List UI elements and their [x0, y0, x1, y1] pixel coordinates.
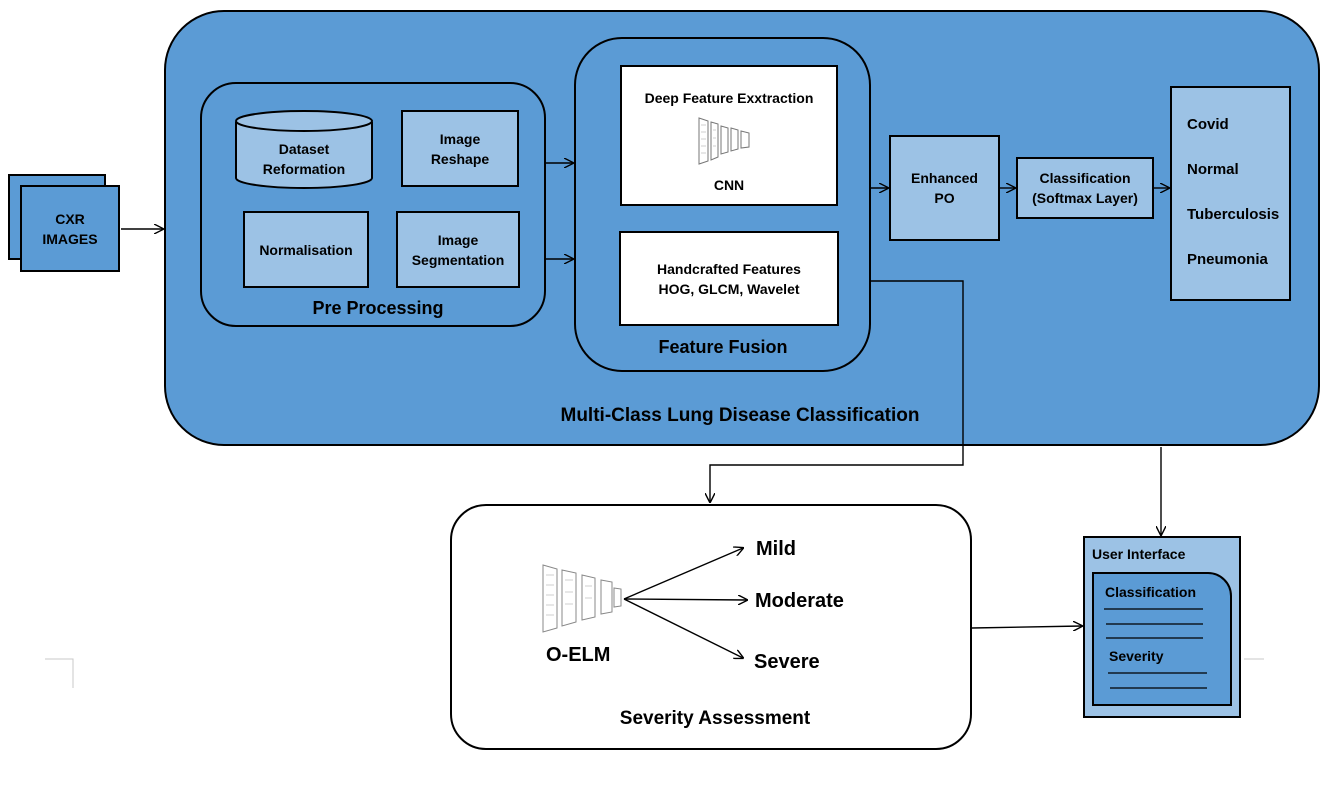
deep-feature-title: Deep Feature Exxtraction — [644, 90, 814, 106]
image-segmentation-box: Image Segmentation — [396, 211, 520, 288]
preprocessing-group — [200, 82, 546, 327]
dataset-reformation: Dataset Reformation — [236, 138, 372, 180]
arrow-severity-to-ui — [971, 626, 1082, 628]
input-box: CXR IMAGES — [20, 185, 120, 272]
handcrafted-line2: HOG, GLCM, Wavelet — [658, 280, 800, 297]
feature-fusion-title: Feature Fusion — [658, 337, 788, 357]
classifier-line1: Classification — [1039, 170, 1131, 186]
severity-moderate: Moderate — [755, 590, 844, 612]
dataset-line1: Dataset — [278, 141, 330, 157]
input-label-line1: CXR — [55, 210, 85, 227]
class-normal: Normal — [1187, 161, 1239, 178]
dataset-line2: Reformation — [262, 161, 346, 177]
severity-title: Severity Assessment — [619, 708, 811, 729]
severity-severe: Severe — [754, 651, 820, 673]
class-outputs-box: Covid Normal Tuberculosis Pneumonia — [1170, 86, 1291, 301]
ui-title: User Interface — [1092, 546, 1186, 562]
normalisation-box: Normalisation — [243, 211, 369, 288]
ui-severity-label: Severity — [1109, 648, 1164, 664]
handcrafted-line1: Handcrafted Features — [657, 260, 801, 277]
optimizer-line2: PO — [934, 190, 955, 206]
class-tuberculosis: Tuberculosis — [1187, 206, 1280, 223]
corner-mark-left — [45, 658, 74, 688]
reshape-line1: Image — [439, 130, 481, 147]
class-covid: Covid — [1187, 116, 1229, 133]
class-pneumonia: Pneumonia — [1187, 251, 1268, 268]
handcrafted-features-box: Handcrafted Features HOG, GLCM, Wavelet — [619, 231, 839, 326]
classifier-line2: (Softmax Layer) — [1032, 190, 1138, 206]
cnn-caption: CNN — [713, 177, 745, 193]
preprocessing-title: Pre Processing — [312, 298, 444, 318]
main-panel-title: Multi-Class Lung Disease Classification — [560, 405, 920, 426]
oelm-label: O-ELM — [546, 644, 611, 666]
normalisation-label: Normalisation — [259, 241, 353, 258]
severity-mild: Mild — [756, 538, 796, 560]
ui-classification-label: Classification — [1105, 584, 1197, 600]
ui-document: Classification Severity — [1092, 572, 1232, 706]
deep-feature-box: Deep Feature Exxtraction CNN — [620, 65, 838, 206]
reshape-line2: Reshape — [430, 150, 490, 167]
classification-softmax-box: Classification (Softmax Layer) — [1016, 157, 1154, 219]
segmentation-line2: Segmentation — [411, 251, 505, 268]
image-reshape-box: Image Reshape — [401, 110, 519, 187]
enhanced-po-box: Enhanced PO — [889, 135, 1000, 241]
optimizer-line1: Enhanced — [911, 170, 978, 186]
input-label-line2: IMAGES — [42, 230, 98, 247]
segmentation-line1: Image — [437, 231, 479, 248]
